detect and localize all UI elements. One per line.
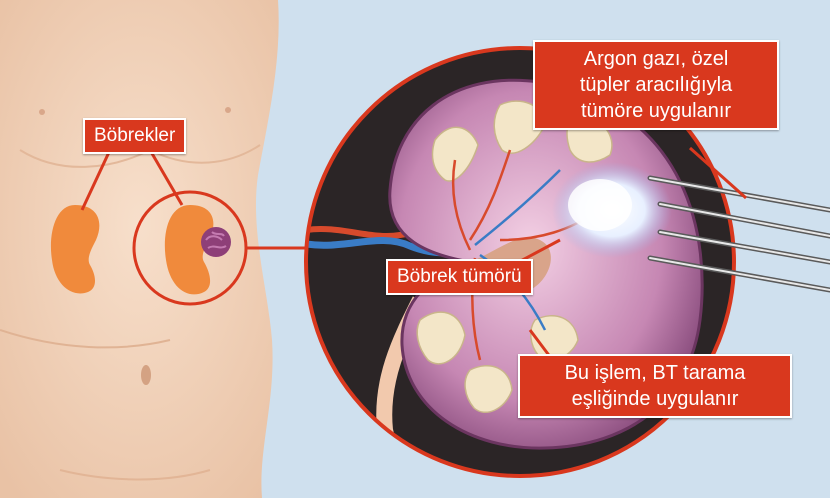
right-kidney <box>164 205 214 295</box>
ct-callout-line-2: eşliğinde uygulanır <box>571 388 739 410</box>
torso <box>0 0 279 498</box>
chest-contour <box>19 149 151 168</box>
zoom-circle-border <box>304 46 736 478</box>
ct-scan-callout: Bu işlem, BT tarama eşliğinde uygulanır <box>518 354 792 418</box>
torso-shadow <box>0 329 171 349</box>
navel <box>141 365 151 385</box>
argon-gas-callout: Argon gazı, özel tüpler aracılığıyla tüm… <box>533 40 779 130</box>
nipple-right <box>225 107 231 113</box>
left-kidney <box>50 205 100 294</box>
ct-callout-line-1: Bu işlem, BT tarama <box>564 362 746 384</box>
chest-contour-2 <box>149 144 261 164</box>
argon-callout-line-3: tümöre uygulanır <box>580 100 732 122</box>
nipple-left <box>39 109 45 115</box>
kidneys-label: Böbrekler <box>83 118 187 154</box>
argon-callout-line-1: Argon gazı, özel <box>583 48 729 70</box>
renal-pyramids <box>416 100 613 413</box>
argon-callout-line-2: tüpler aracılığıyla <box>579 74 733 96</box>
hip-contour <box>59 469 211 481</box>
small-tumor <box>201 227 231 257</box>
kidney-tumor-label: Böbrek tümörü <box>386 259 533 295</box>
